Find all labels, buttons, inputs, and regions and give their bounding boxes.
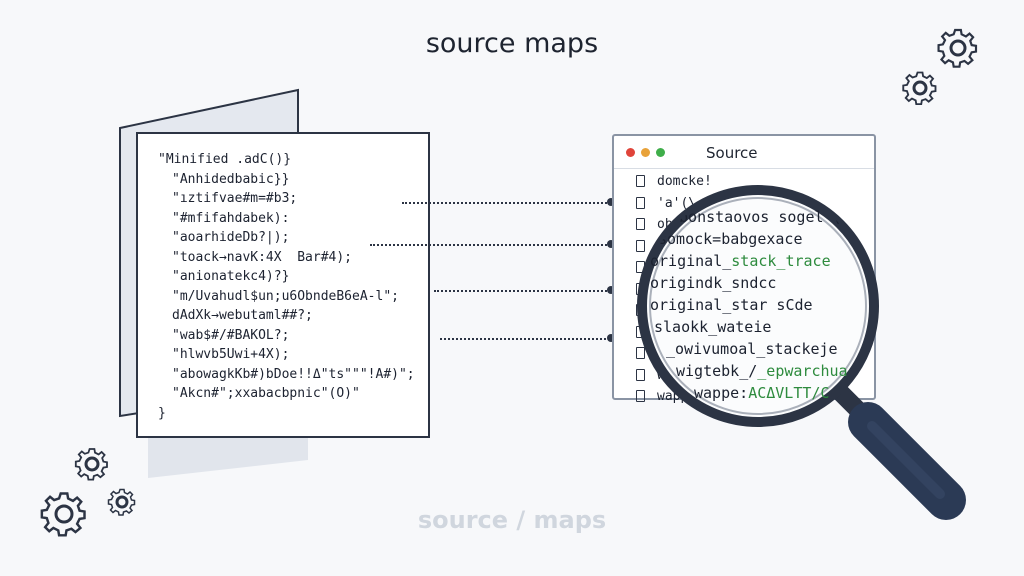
magnified-segment-highlight: ACΔVLTT/C (748, 384, 830, 402)
connector-dot (607, 334, 615, 342)
connector-line (440, 338, 610, 340)
magnifier-rim (637, 185, 879, 427)
magnified-line: slaokk_wateie (654, 318, 772, 336)
magnified-line: wappe:ACΔVLTT/C (694, 384, 829, 402)
magnified-line: somock=babgexace (658, 230, 803, 248)
file-icon (636, 347, 645, 359)
code-line: "abowagkKb#)bDoe!!Δ"ts"""!A#)"; (172, 366, 415, 382)
source-file-row[interactable]: domcke! (636, 174, 712, 189)
code-line: "Minified .adC()} (158, 152, 292, 167)
gear-icon (40, 448, 136, 537)
code-line: "aoarhideDb?|); (172, 230, 290, 245)
file-icon (636, 196, 645, 209)
code-line: "toack→navK:4X Bar#4); (172, 249, 353, 265)
magnified-segment: original_ (650, 252, 732, 270)
magnified-segment: wigtebk_/ (676, 362, 758, 380)
code-line: "ıztifvae#m=#b3; (172, 191, 298, 206)
maximize-dot-icon (656, 148, 665, 157)
connector-line (434, 290, 610, 292)
connector-dot (607, 240, 615, 248)
source-file-label: domcke! (657, 174, 712, 189)
magnified-line: _owivumoal_stackeje (666, 340, 838, 358)
code-line: "hlwvb5Uwi+4X); (172, 347, 290, 362)
gear-icon (902, 28, 978, 106)
diagram-title: source maps (425, 28, 599, 59)
magnifier-handle (827, 379, 966, 520)
file-icon (636, 368, 645, 381)
magnified-line: origindk_sndcc (650, 274, 777, 292)
minified-code-document: "Minified .adC()} "Anhidedbabic}} "ıztifva… (136, 132, 430, 438)
file-icon (636, 175, 645, 187)
source-window-titlebar: Source (614, 136, 874, 169)
magnified-line: original_stack_trace (650, 252, 831, 270)
connector-line (370, 244, 610, 246)
minimize-dot-icon (641, 148, 650, 157)
connector-dot (607, 286, 615, 294)
magnified-segment: wappe: (694, 384, 749, 402)
source-window-title: Source (706, 144, 758, 162)
code-line: "Akcn#";xxabacbpnic"(O)" (172, 386, 360, 401)
connector-dot (607, 198, 615, 206)
code-line: "anionatekc4)?} (172, 269, 290, 284)
magnified-source-text: obonstaovos sogel ( somock=babgexace origi… (642, 190, 874, 422)
code-line: "Anhidedbabic}} (172, 171, 290, 187)
code-line: "wab$#/#BAKOL?; (172, 327, 290, 343)
magnified-line: obonstaovos sogel ( (670, 208, 842, 226)
file-icon (636, 218, 645, 230)
code-line: } (158, 405, 166, 421)
magnified-segment-highlight: stack_trace (731, 252, 831, 270)
magnified-segment-highlight: _epwarchua (757, 362, 848, 380)
close-dot-icon (626, 148, 635, 157)
connector-line (402, 202, 610, 204)
magnifier-icon (637, 185, 966, 520)
file-icon (636, 390, 645, 402)
magnified-line: wigtebk_/_epwarchua (676, 362, 848, 380)
code-line: dAdXk→webutaml##?; (172, 308, 313, 323)
code-line: "m/Uvahudl$un;u6ObndeB6eA-l"; (172, 288, 399, 304)
file-icon (636, 239, 645, 252)
diagram-footer: source / maps (417, 506, 607, 534)
magnified-line: original_star sCde (650, 296, 813, 314)
code-line: "#mfifahdabek): (172, 210, 290, 226)
